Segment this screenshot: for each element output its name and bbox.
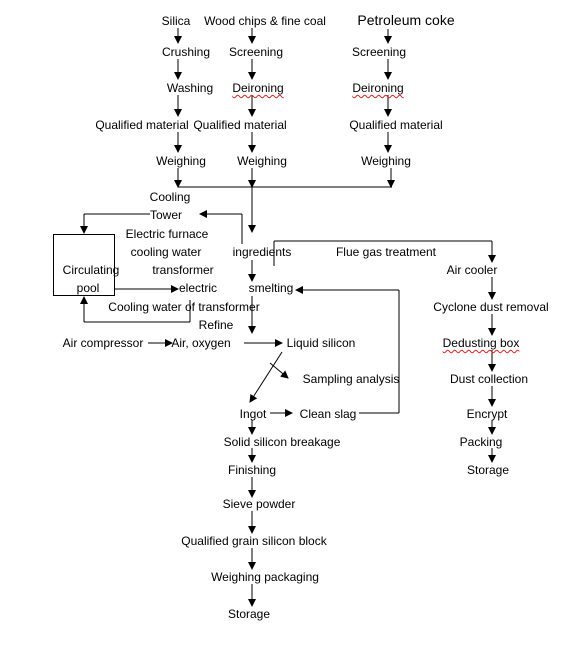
liquid-silicon-label: Liquid silicon [286, 336, 356, 350]
clean-slag-label: Clean slag [299, 407, 357, 421]
weighing-2-label: Weighing [237, 154, 287, 168]
air-compressor-label: Air compressor [62, 336, 144, 350]
cooling-water-label: cooling water [130, 245, 202, 259]
tower-label: Tower [149, 208, 183, 222]
circulating-pool-box [53, 234, 115, 296]
ingot-label: Ingot [239, 407, 267, 421]
circulating-label: Circulating [62, 263, 120, 277]
cooling-label: Cooling [149, 190, 191, 204]
ingredients-label: ingredients [232, 245, 292, 259]
encrypt-label: Encrypt [466, 407, 508, 421]
screening-2-label: Screening [228, 45, 284, 59]
pool-label: pool [76, 281, 100, 295]
finishing-label: Finishing [227, 463, 277, 477]
sampling-analysis-label: Sampling analysis [302, 372, 400, 386]
wood-chips-label: Wood chips & fine coal [204, 14, 326, 28]
air-cooler-label: Air cooler [446, 263, 498, 277]
electric-label: electric [178, 281, 218, 295]
air-oxygen-label: Air, oxygen [171, 336, 231, 350]
solid-breakage-label: Solid silicon breakage [223, 435, 341, 449]
qualified-material-3-label: Qualified material [349, 118, 443, 132]
dedusting-box-label: Dedusting box [442, 336, 520, 350]
qualified-block-label: Qualified grain silicon block [181, 534, 327, 548]
flue-gas-label: Flue gas treatment [335, 245, 437, 259]
crushing-label: Crushing [161, 45, 211, 59]
cyclone-label: Cyclone dust removal [433, 300, 549, 314]
arrow-liquid-sampling [269, 362, 289, 379]
storage-main-label: Storage [227, 607, 271, 621]
sieve-powder-label: Sieve powder [222, 497, 296, 511]
packing-label: Packing [459, 435, 503, 449]
silica-label: Silica [161, 14, 191, 28]
deironing-3-label: Deironing [352, 81, 404, 95]
dust-collection-label: Dust collection [449, 372, 529, 386]
electric-furnace-label: Electric furnace [125, 227, 209, 241]
deironing-2-label: Deironing [232, 81, 284, 95]
smelting-label: smelting [248, 281, 294, 295]
weighing-packaging-label: Weighing packaging [211, 570, 319, 584]
weighing-1-label: Weighing [156, 154, 206, 168]
refine-label: Refine [198, 318, 234, 332]
transformer-label: transformer [152, 263, 214, 277]
screening-3-label: Screening [351, 45, 407, 59]
cooling-water-transformer-label: Cooling water of transformer [108, 300, 260, 314]
qualified-material-1-label: Qualified material [95, 118, 189, 132]
storage-right-label: Storage [466, 463, 510, 477]
weighing-3-label: Weighing [361, 154, 411, 168]
arrow-liquid-ingot [249, 351, 283, 403]
qualified-material-2-label: Qualified material [193, 118, 287, 132]
washing-label: Washing [166, 81, 214, 95]
petroleum-coke-label: Petroleum coke [357, 12, 455, 28]
